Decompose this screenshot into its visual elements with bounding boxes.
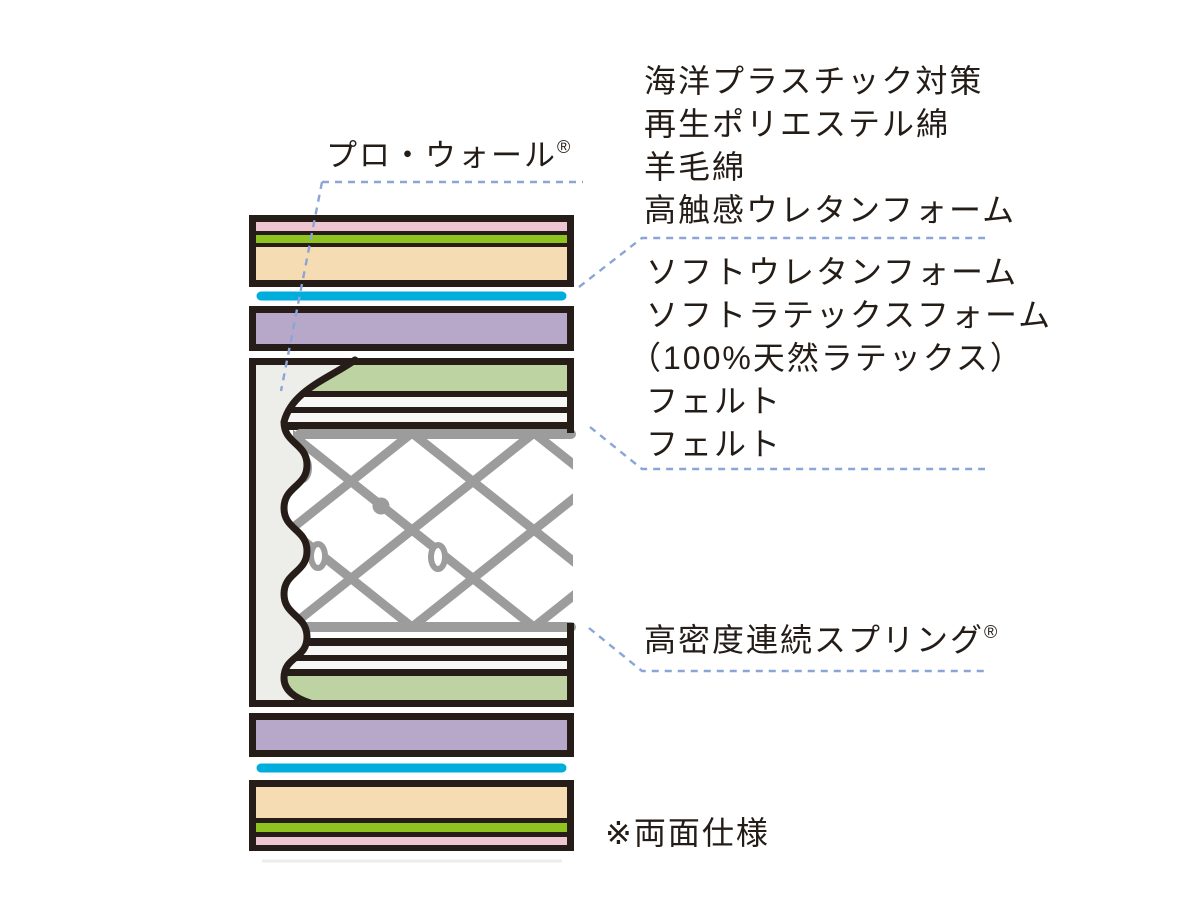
purple-layer-bottom bbox=[249, 713, 574, 757]
pro-wall-edge bbox=[280, 356, 359, 707]
felt-strip-lower-1 bbox=[256, 646, 567, 655]
label-felt-2: フェルト bbox=[646, 426, 783, 462]
label-high-touch-urethane: 高触感ウレタンフォーム bbox=[644, 192, 1017, 228]
spring-coil-loop bbox=[428, 542, 448, 572]
core-border-left bbox=[249, 358, 256, 707]
label-felt-1: フェルト bbox=[646, 383, 783, 419]
label-soft-urethane: ソフトウレタンフォーム bbox=[646, 254, 1019, 290]
layer-purple-bottom bbox=[256, 720, 567, 750]
spring-lattice bbox=[293, 430, 573, 631]
label-soft-latex: ソフトラテックスフォーム bbox=[646, 297, 1053, 333]
core-border-right-lower bbox=[567, 623, 574, 707]
spring-knot bbox=[372, 497, 390, 515]
leader-spring bbox=[588, 627, 985, 673]
layer-purple-top bbox=[256, 313, 567, 344]
middle-layer-labels: ソフトウレタンフォーム ソフトラテックスフォーム （100%天然ラテックス） フ… bbox=[629, 251, 1053, 466]
leader-lines bbox=[279, 180, 985, 673]
felt-strip-upper-2 bbox=[256, 413, 567, 422]
label-recycled-polyester: 再生ポリエステル綿 bbox=[644, 106, 951, 142]
core-border-top bbox=[249, 358, 574, 365]
purple-layer-top bbox=[249, 306, 574, 351]
pro-wall-label-text: プロ・ウォール bbox=[326, 138, 557, 173]
spring-label-text: 高密度連続スプリング bbox=[644, 622, 985, 658]
label-natural-latex: （100%天然ラテックス） bbox=[629, 340, 1024, 376]
layer-lime-green-bottom bbox=[256, 823, 567, 832]
pro-wall-shape bbox=[249, 358, 355, 707]
spring-core-block bbox=[249, 356, 576, 707]
spring-label: 高密度連続スプリング® bbox=[644, 622, 998, 658]
core-border-bottom bbox=[249, 700, 574, 707]
label-ocean-plastic: 海洋プラスチック対策 bbox=[644, 63, 984, 99]
spring-coil-loop bbox=[308, 541, 328, 571]
felt-strip-upper-1 bbox=[256, 397, 567, 407]
registered-mark: ® bbox=[557, 137, 571, 157]
pro-wall-label: プロ・ウォール® bbox=[326, 137, 571, 173]
label-wool: 羊毛綿 bbox=[644, 149, 747, 185]
layer-pink-bottom bbox=[256, 837, 567, 845]
layer-lime-green-top bbox=[256, 235, 567, 243]
bottom-quilt-stack bbox=[249, 780, 574, 863]
layer-pink-top bbox=[256, 222, 567, 231]
top-quilt-stack bbox=[249, 215, 574, 287]
leader-top-stack bbox=[578, 236, 985, 288]
double-sided-note: ※両面仕様 bbox=[605, 815, 770, 851]
leader-pro-wall-diagonal bbox=[279, 181, 324, 392]
layer-beige-bottom bbox=[256, 787, 567, 818]
leader-felt bbox=[589, 426, 985, 471]
registered-mark: ® bbox=[984, 622, 998, 642]
top-layer-labels: 海洋プラスチック対策 再生ポリエステル綿 羊毛綿 高触感ウレタンフォーム bbox=[644, 60, 1016, 232]
felt-strip-lower-2 bbox=[256, 661, 567, 669]
core-border-right-upper bbox=[567, 358, 574, 433]
layer-soft-green-lower bbox=[256, 676, 567, 700]
